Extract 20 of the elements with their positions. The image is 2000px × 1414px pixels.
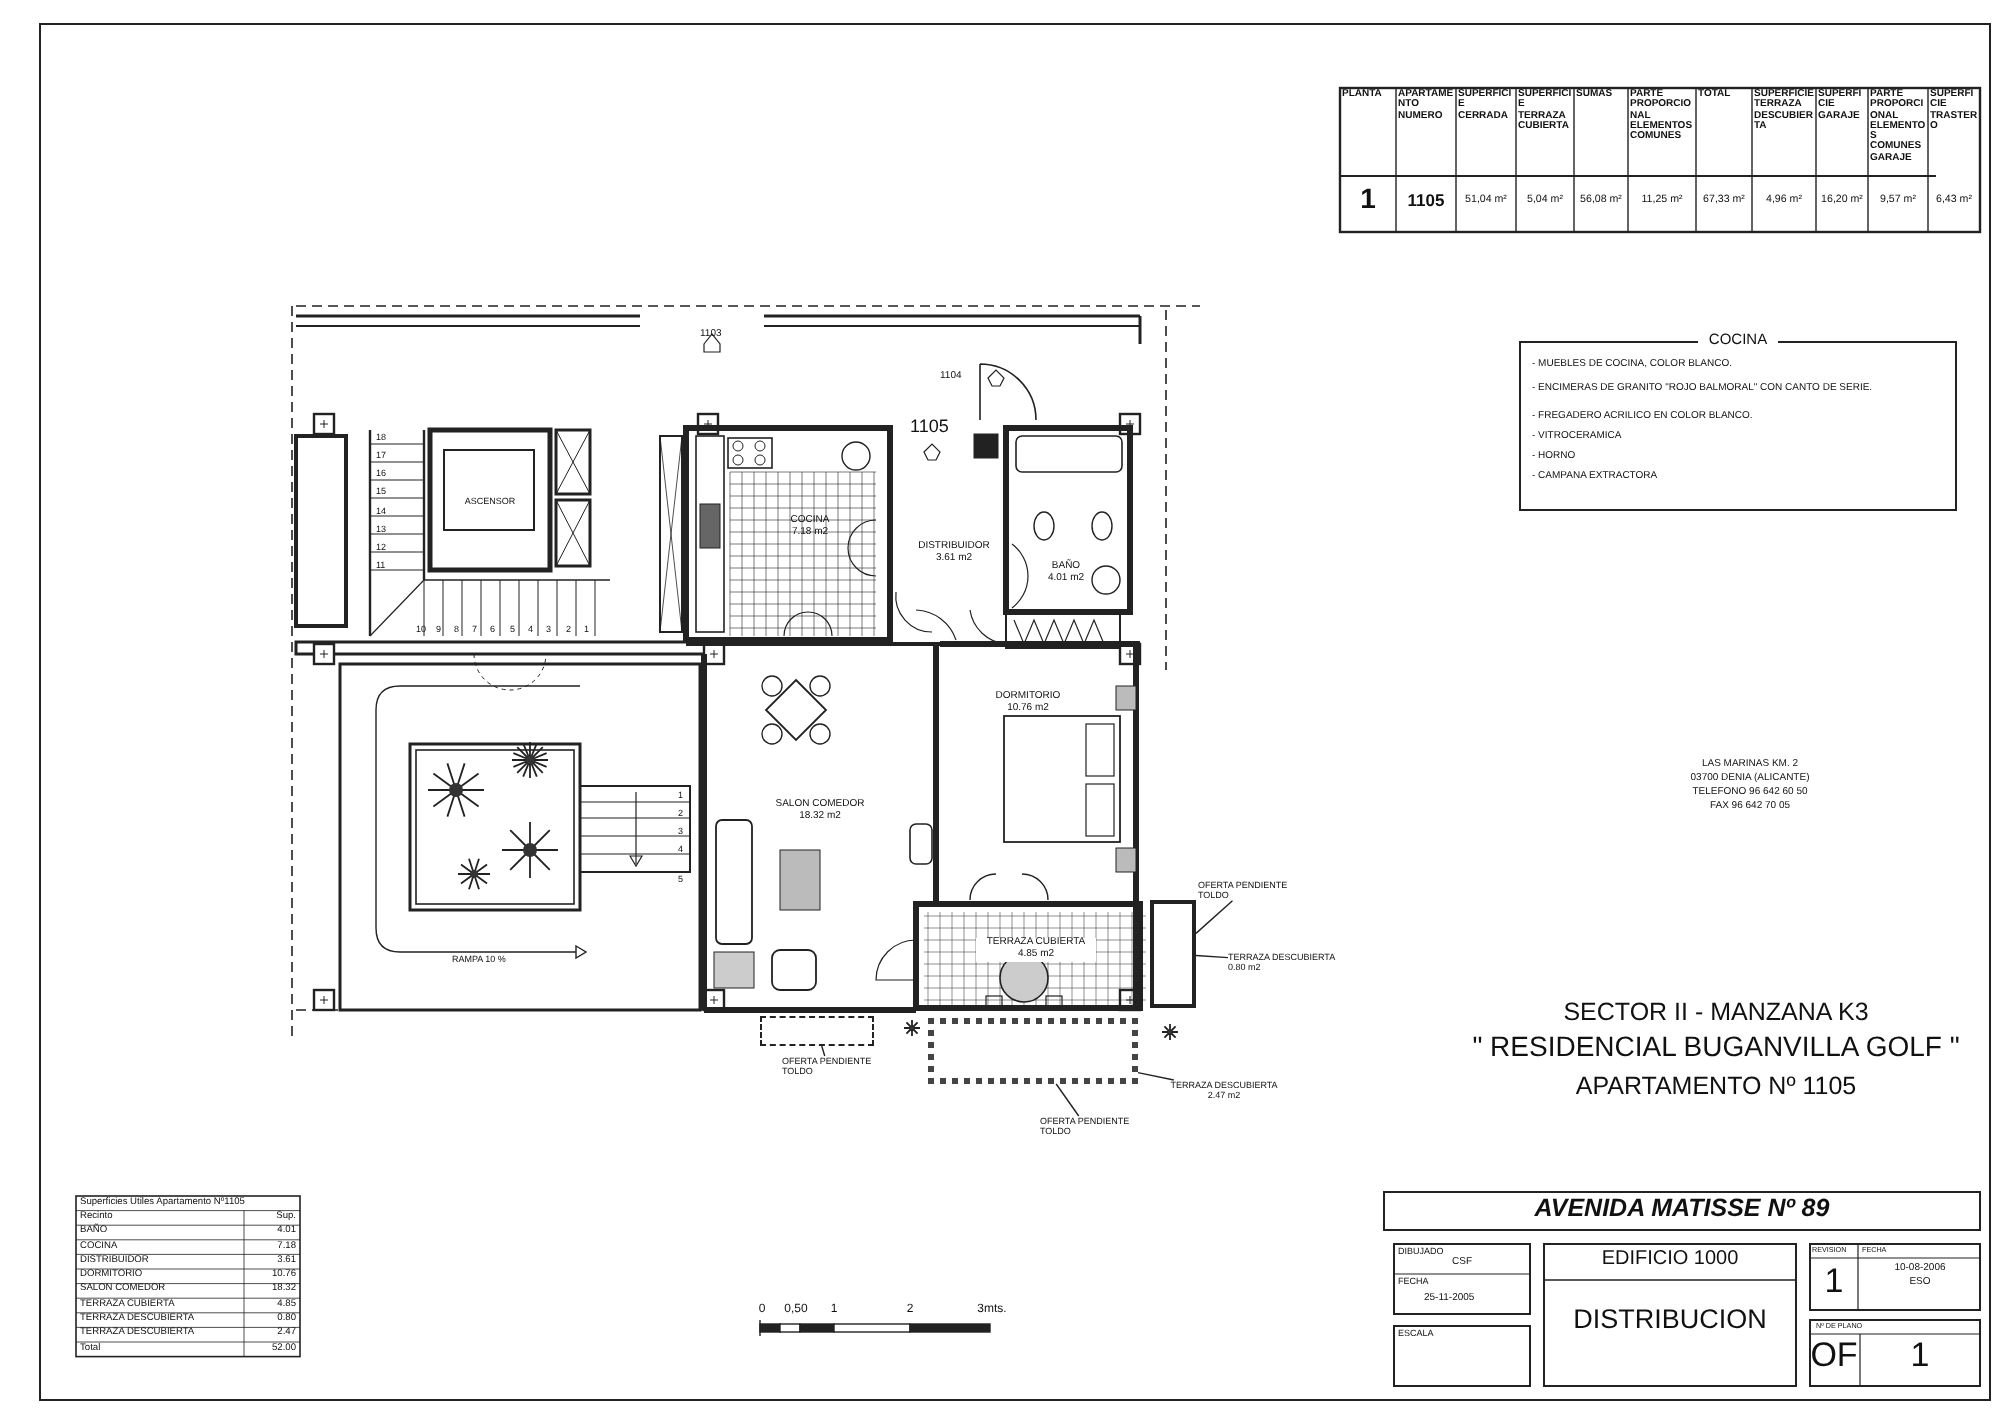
plan-number: 1 [1908, 1338, 1932, 1376]
sector-title: SECTOR II - MANZANA K3 [1561, 1000, 1871, 1028]
leader-line [1195, 954, 1229, 959]
unit-number: 1105 [910, 418, 951, 438]
sheet-title: DISTRIBUCION [1571, 1306, 1769, 1336]
revision-number: 1 [1822, 1264, 1846, 1302]
leader-line [1137, 1071, 1175, 1081]
project-name: " RESIDENCIAL BUGANVILLA GOLF " [1470, 1032, 1962, 1063]
building-title: EDIFICIO 1000 [1599, 1248, 1741, 1270]
street-address: AVENIDA MATISSE Nº 89 [1532, 1196, 1832, 1224]
terrace-outline [928, 1018, 1138, 1084]
plan-code: OF [1810, 1338, 1858, 1376]
awning-outline [760, 1016, 874, 1046]
leader-line [1195, 900, 1234, 935]
leader-line [820, 1045, 826, 1057]
terrace-outline [1150, 900, 1196, 1008]
table-cell-text: 1105 [1405, 192, 1447, 211]
apartment-title: APARTAMENTO Nº 1105 [1573, 1074, 1859, 1102]
table-cell-text: 1 [1358, 184, 1378, 215]
leader-line [1055, 1083, 1080, 1117]
